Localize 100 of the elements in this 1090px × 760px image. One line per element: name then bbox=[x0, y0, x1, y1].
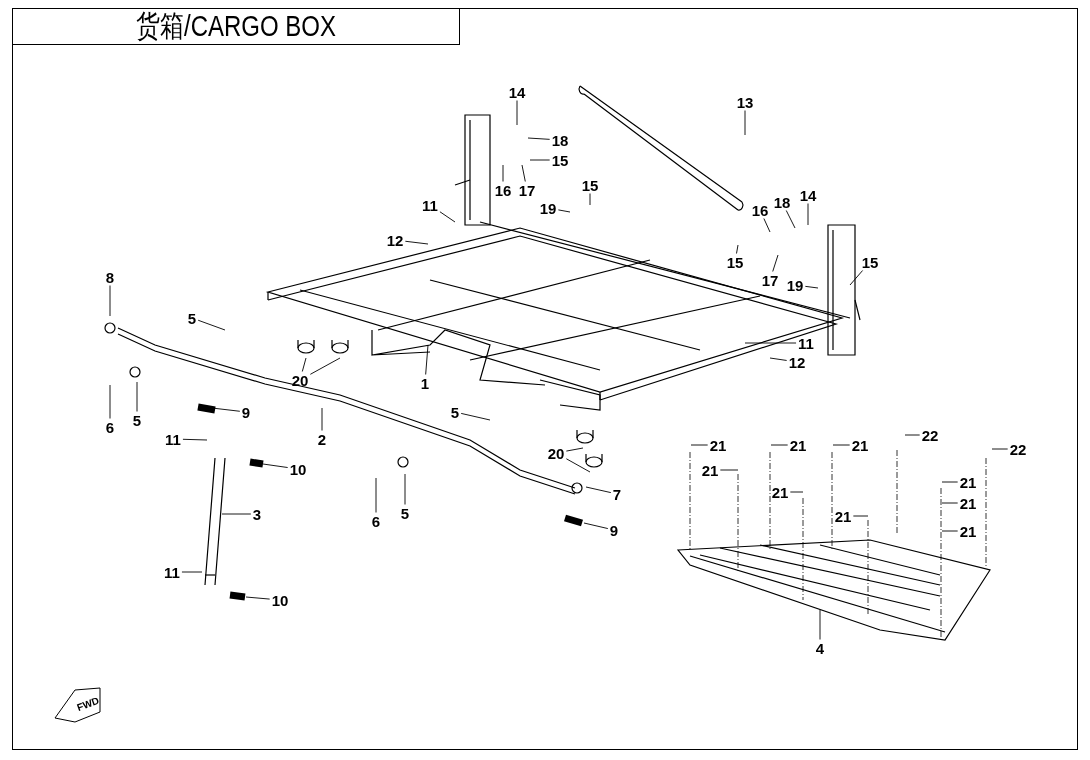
leader-line bbox=[529, 159, 551, 161]
leader-line bbox=[221, 513, 252, 515]
leader-line bbox=[991, 448, 1009, 450]
leader-line bbox=[516, 100, 518, 126]
leader-line bbox=[807, 203, 809, 226]
callout-number: 19 bbox=[785, 277, 805, 293]
leader-line bbox=[527, 137, 551, 140]
leader-line bbox=[690, 444, 709, 446]
leader-line bbox=[804, 285, 819, 289]
leader-line bbox=[425, 344, 429, 375]
leader-line bbox=[136, 381, 138, 412]
callout-number: 20 bbox=[290, 372, 310, 388]
leader-line bbox=[460, 412, 491, 421]
callout-number: 2 bbox=[316, 431, 328, 447]
callout-number: 10 bbox=[270, 592, 290, 608]
callout-number: 4 bbox=[814, 640, 826, 656]
direction-label: FWD bbox=[74, 693, 102, 716]
callout-number: 12 bbox=[787, 354, 807, 370]
callout-number: 13 bbox=[735, 94, 755, 110]
callout-number: 15 bbox=[860, 254, 880, 270]
callout-number: 6 bbox=[370, 513, 382, 529]
callout-number: 22 bbox=[1008, 441, 1028, 457]
leader-line bbox=[789, 491, 804, 493]
leader-line bbox=[375, 477, 377, 513]
callout-number: 19 bbox=[538, 200, 558, 216]
callout-number: 21 bbox=[958, 523, 978, 539]
callout-number: 20 bbox=[546, 445, 566, 461]
callout-number: 18 bbox=[772, 194, 792, 210]
leader-line bbox=[585, 486, 612, 494]
leader-line bbox=[772, 254, 779, 272]
leader-line bbox=[301, 357, 307, 372]
callout-number: 12 bbox=[385, 232, 405, 248]
leader-line bbox=[744, 342, 797, 344]
leader-line bbox=[719, 469, 739, 471]
callout-number: 14 bbox=[507, 84, 527, 100]
leader-line bbox=[439, 211, 456, 223]
leader-line bbox=[589, 193, 591, 206]
leader-line bbox=[852, 515, 869, 517]
leader-line bbox=[109, 384, 111, 419]
callout-number: 7 bbox=[611, 486, 623, 502]
callout-number: 21 bbox=[833, 508, 853, 524]
callout-number: 9 bbox=[240, 404, 252, 420]
callout-number: 17 bbox=[760, 272, 780, 288]
leader-line bbox=[941, 481, 959, 483]
callout-number: 11 bbox=[797, 335, 815, 351]
callout-number: 17 bbox=[517, 182, 537, 198]
callout-number: 1 bbox=[419, 375, 431, 391]
callout-number: 8 bbox=[104, 269, 116, 285]
leader-line bbox=[521, 164, 526, 182]
callout-number: 3 bbox=[251, 506, 263, 522]
callout-number: 18 bbox=[550, 132, 570, 148]
callout-number: 21 bbox=[708, 437, 728, 453]
leader-line bbox=[197, 319, 226, 331]
title: 货箱/CARGO BOX bbox=[135, 8, 336, 44]
leader-line bbox=[583, 522, 609, 529]
leader-line bbox=[819, 609, 821, 640]
leader-line bbox=[321, 407, 323, 431]
callout-number: 14 bbox=[798, 187, 818, 203]
leader-line bbox=[309, 357, 341, 375]
callout-number: 5 bbox=[131, 412, 143, 428]
callout-number: 15 bbox=[550, 152, 570, 168]
callout-number: 21 bbox=[958, 495, 978, 511]
callout-number: 21 bbox=[788, 437, 808, 453]
leader-line bbox=[832, 444, 851, 446]
leader-line bbox=[785, 210, 796, 229]
leader-line bbox=[404, 240, 429, 245]
leader-line bbox=[182, 438, 208, 441]
leader-line bbox=[181, 571, 203, 573]
callout-number: 21 bbox=[958, 474, 978, 490]
leader-line bbox=[502, 164, 504, 182]
callout-number: 11 bbox=[421, 197, 439, 213]
leader-line bbox=[744, 110, 746, 136]
callout-number: 15 bbox=[580, 177, 600, 193]
leader-line bbox=[736, 244, 739, 254]
callout-number: 11 bbox=[164, 431, 182, 447]
leader-line bbox=[941, 502, 959, 504]
leader-line bbox=[404, 473, 406, 505]
leader-line bbox=[904, 434, 921, 436]
leader-line bbox=[763, 218, 771, 233]
leader-line bbox=[565, 447, 584, 452]
callout-number: 5 bbox=[449, 404, 461, 420]
leader-line bbox=[262, 463, 289, 468]
callout-number: 16 bbox=[493, 182, 513, 198]
callout-number: 22 bbox=[920, 427, 940, 443]
callout-number: 9 bbox=[608, 522, 620, 538]
callout-number: 21 bbox=[770, 484, 790, 500]
leader-line bbox=[941, 530, 959, 532]
callout-number: 11 bbox=[163, 564, 181, 580]
leader-line bbox=[769, 357, 788, 361]
callout-number: 16 bbox=[750, 202, 770, 218]
leader-line bbox=[770, 444, 789, 446]
callout-number: 5 bbox=[399, 505, 411, 521]
leader-line bbox=[849, 270, 864, 286]
callout-number: 21 bbox=[850, 437, 870, 453]
leader-line bbox=[565, 458, 591, 473]
leader-line bbox=[557, 209, 571, 213]
callout-number: 10 bbox=[288, 461, 308, 477]
callout-number: 6 bbox=[104, 419, 116, 435]
leader-line bbox=[109, 285, 111, 317]
callout-number: 15 bbox=[725, 254, 745, 270]
